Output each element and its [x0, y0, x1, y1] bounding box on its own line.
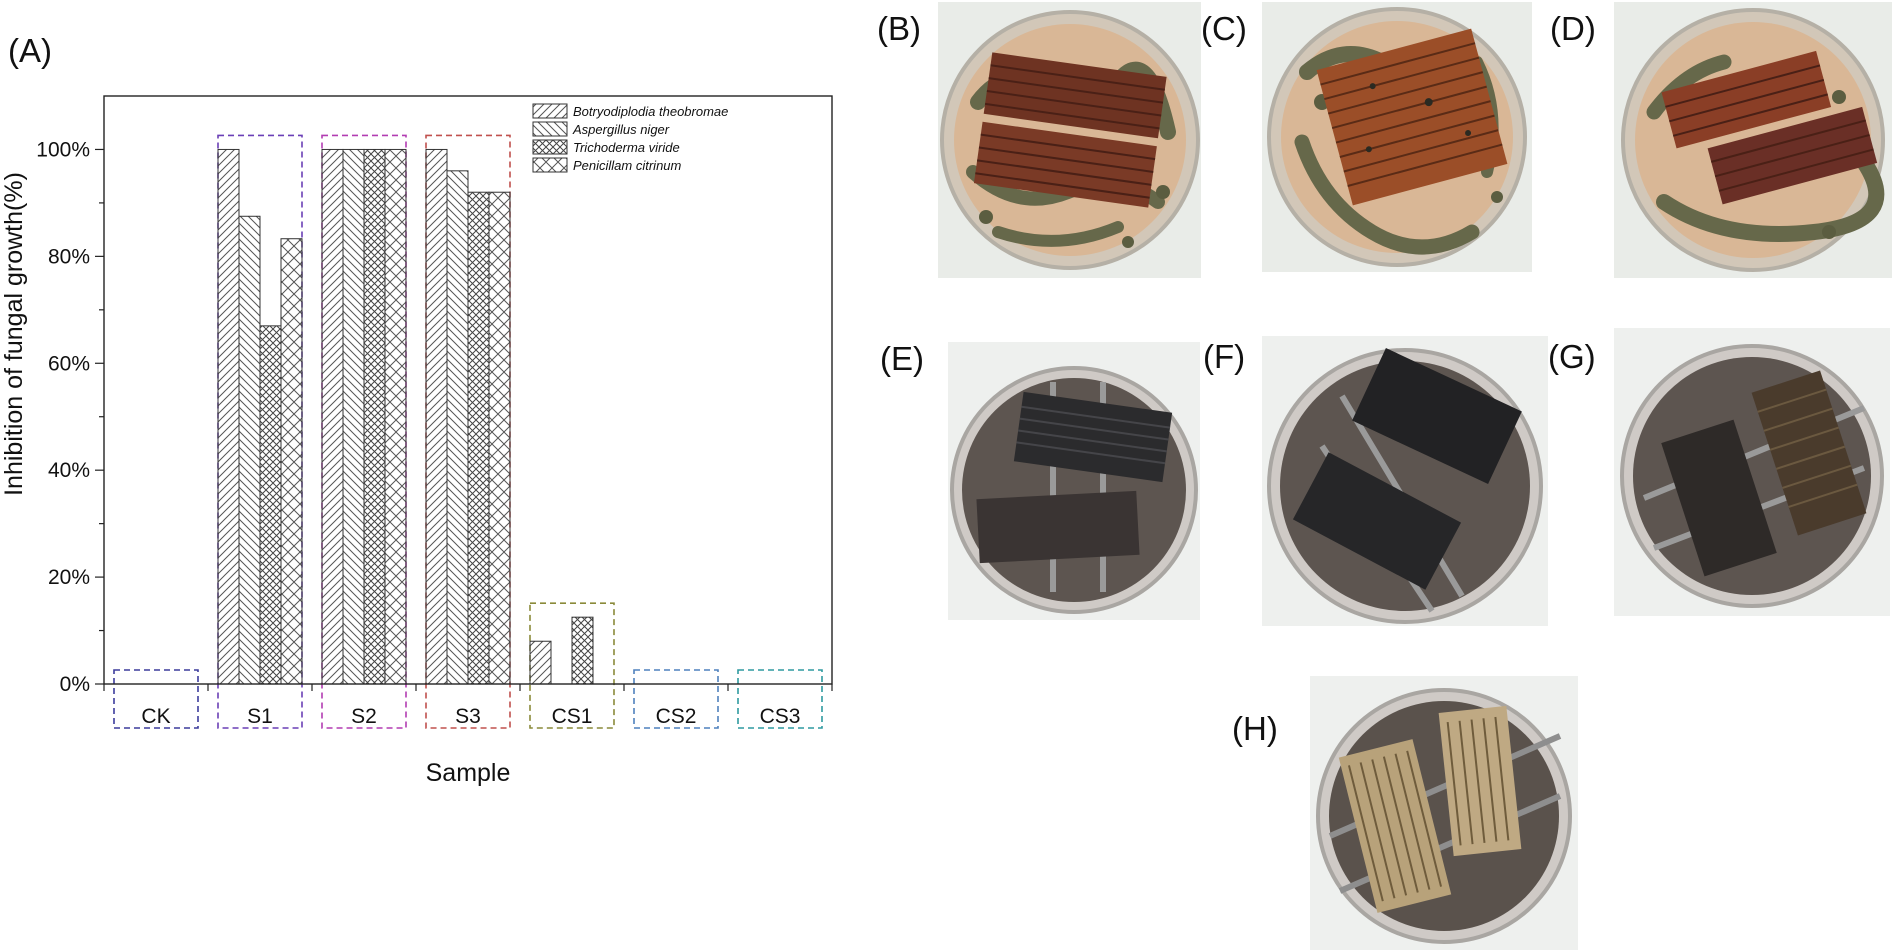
- bar-s2-series-4: [384, 148, 407, 685]
- legend-label-4: Penicillam citrinum: [573, 158, 682, 173]
- legend-label-1: Botryodiplodia theobromae: [573, 104, 728, 119]
- bar-s1-series-1: [217, 148, 240, 685]
- inhibition-bar-chart: CK S1 S2 S3 CS1 CS2 CS3 0% 20% 40% 60% 80% 100% Botr…: [0, 95, 833, 787]
- x-tick-label-ck: CK: [141, 705, 170, 728]
- legend-swatch-4: [532, 157, 568, 173]
- panel-label-c: (C): [1201, 10, 1247, 47]
- photo-h-petri-dish: [1310, 676, 1578, 950]
- panel-label-h: (H): [1232, 710, 1278, 747]
- x-tick-label-s1: S1: [247, 705, 273, 728]
- y-tick-label: 80%: [48, 245, 90, 268]
- y-axis-label: Inhibition of fungal growth(%): [0, 172, 28, 496]
- panel-label-e: (E): [880, 340, 924, 377]
- group-box-cs2: [633, 669, 719, 729]
- bar-s2-series-3: [363, 148, 386, 685]
- x-axis-label: Sample: [426, 759, 511, 787]
- bar-s3-series-3: [467, 191, 490, 685]
- bar-s2-series-1: [321, 148, 344, 685]
- bar-s1-series-3: [259, 325, 282, 685]
- legend-swatch-1: [532, 103, 568, 119]
- y-tick-label: 60%: [48, 352, 90, 375]
- photo-d-petri-dish: [1614, 2, 1892, 278]
- y-tick-label: 20%: [48, 566, 90, 589]
- group-box-cs3: [737, 669, 823, 729]
- photo-c-petri-dish: [1262, 2, 1532, 272]
- y-tick-label: 0%: [60, 673, 90, 696]
- x-tick-label-s3: S3: [455, 705, 481, 728]
- bar-s3-series-4: [488, 191, 511, 685]
- legend-swatch-3: [532, 139, 568, 155]
- x-tick-label-cs2: CS2: [656, 705, 697, 728]
- photo-f-petri-dish: [1262, 336, 1548, 626]
- photo-e-petri-dish: [948, 342, 1200, 620]
- bar-cs1-series-1: [529, 640, 552, 685]
- legend-label-2: Aspergillus niger: [572, 122, 670, 137]
- panel-label-a: (A): [8, 32, 52, 69]
- legend-label-3: Trichoderma viride: [573, 140, 680, 155]
- bar-s3-series-1: [425, 148, 448, 685]
- panel-label-g: (G): [1548, 338, 1596, 375]
- bar-cs1-series-3: [571, 616, 594, 685]
- bar-s2-series-2: [342, 148, 365, 685]
- photo-g-petri-dish: [1614, 328, 1890, 616]
- plot-frame: [103, 95, 833, 685]
- group-box-ck: [113, 669, 199, 729]
- photo-b-petri-dish: [938, 2, 1201, 278]
- legend-swatch-2: [532, 121, 568, 137]
- panel-label-d: (D): [1550, 10, 1596, 47]
- y-tick-label: 40%: [48, 459, 90, 482]
- panel-label-f: (F): [1203, 338, 1246, 375]
- x-tick-label-cs1: CS1: [552, 705, 593, 728]
- panel-label-b: (B): [877, 10, 921, 47]
- bar-s3-series-2: [446, 170, 469, 685]
- x-tick-label-s2: S2: [351, 705, 377, 728]
- bar-s1-series-2: [238, 215, 261, 685]
- bar-s1-series-4: [280, 238, 303, 685]
- x-tick-label-cs3: CS3: [760, 705, 801, 728]
- y-tick-label: 100%: [36, 138, 90, 161]
